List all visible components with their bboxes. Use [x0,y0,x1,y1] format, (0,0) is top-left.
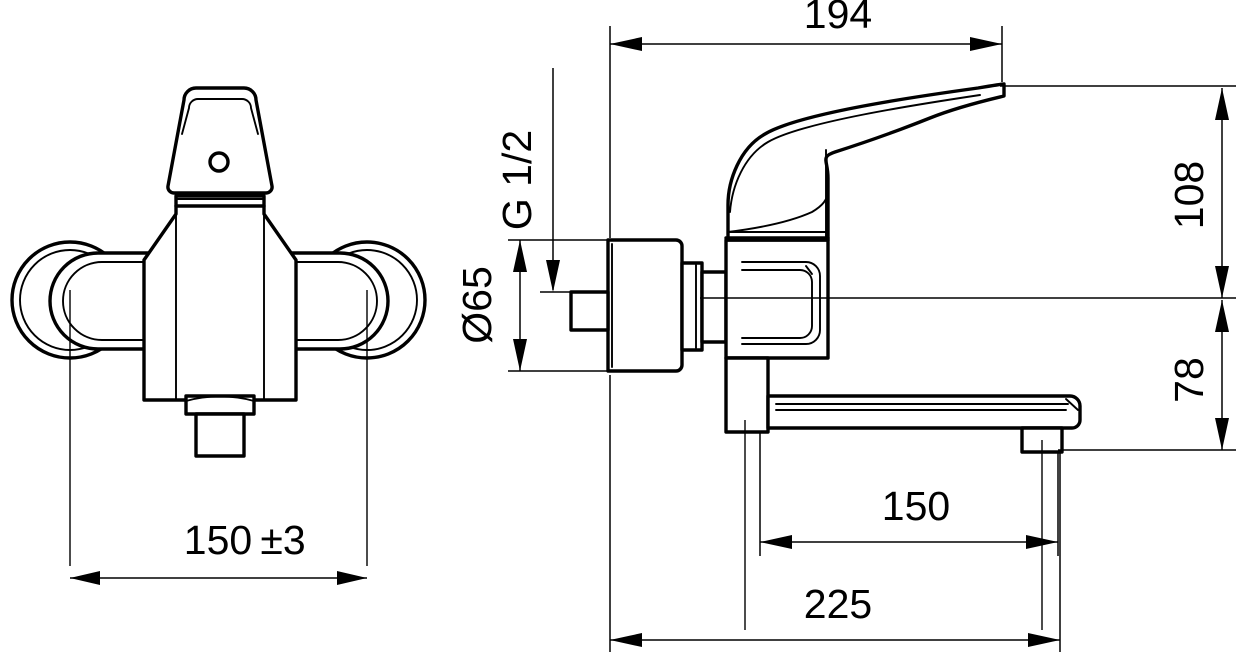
side-connector-collar [680,261,728,352]
side-inlet-nipple [569,290,610,332]
front-handle-cap [166,86,274,195]
dim-78 [1215,300,1229,450]
dim-194 [610,37,1002,51]
dim-78-text: 78 [1166,357,1212,403]
dim-dia65-text: Ø65 [454,266,500,344]
dim-225-text: 225 [804,581,872,627]
leader-thread-g12 [546,68,560,292]
front-outlet-nozzle [184,394,256,458]
dim-dia65 [513,240,527,371]
dim-108-text: 108 [1166,161,1212,229]
side-lever-handle [726,82,1006,242]
side-lever-joint [724,231,830,240]
dim-front-150-text: 150 [184,517,252,563]
dim-194-text: 194 [804,0,872,37]
front-cartridge-column [142,194,298,402]
dim-225 [610,633,1060,647]
dim-front-tolerance-text: ±3 [260,517,305,563]
side-wall-flange [606,238,684,373]
side-spout-downleg [724,356,770,434]
dim-108 [1215,88,1229,298]
dim-150-side [760,535,1058,549]
dim-thread-g12-text: G 1/2 [494,130,540,230]
side-spout-arm [766,394,1082,430]
side-view [508,26,1236,652]
side-body-block [724,238,830,360]
front-view [10,86,427,585]
dimension-labels: 150 ±3 G 1/2 Ø65 194 108 78 150 225 [184,0,1212,627]
dim-150-side-text: 150 [882,483,950,529]
dim-front-150 [70,571,367,585]
